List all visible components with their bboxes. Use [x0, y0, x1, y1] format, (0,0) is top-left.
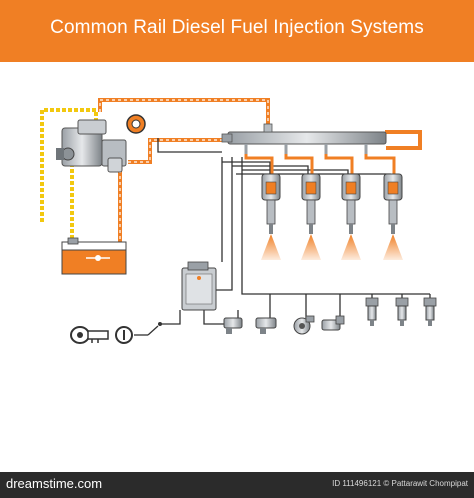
footer-image-id: ID 111496121 © Pattarawit Chompipat [332, 479, 468, 488]
injector-1-icon [261, 173, 281, 234]
sensor-6-icon [395, 297, 409, 326]
sensor-3-icon [293, 315, 315, 335]
spray-4-icon [383, 234, 403, 260]
sensor-5-icon [365, 297, 379, 326]
ignition-key-icon [70, 326, 109, 344]
fuel-system-diagram [40, 98, 437, 344]
page-title: Common Rail Diesel Fuel Injection System… [50, 17, 424, 38]
injector-feed-lines [244, 154, 396, 180]
common-rail-icon [221, 123, 387, 154]
footer-logo: dreamstime.com [6, 476, 103, 491]
sensor-4-icon [321, 315, 345, 331]
ignition-switch-icon [115, 322, 162, 344]
spray-2-icon [301, 234, 321, 260]
footer-bar: dreamstime.com ID 111496121 © Pattarawit… [0, 472, 474, 498]
high-pressure-pump-icon [56, 119, 127, 173]
injector-2-icon [301, 173, 321, 234]
spray-3-icon [341, 234, 361, 260]
sensor-2-icon [255, 317, 277, 334]
fuel-line-dashes [99, 99, 269, 252]
ecu-icon [181, 261, 217, 311]
pressure-control-valve-icon [126, 114, 146, 134]
header-bar: Common Rail Diesel Fuel Injection System… [0, 0, 474, 62]
injector-3-icon [341, 173, 361, 234]
sensor-1-icon [223, 317, 243, 334]
fuel-tank-icon [61, 237, 127, 275]
injector-4-icon [383, 173, 403, 234]
signal-wires [157, 138, 431, 325]
fuel-lines [98, 98, 422, 262]
spray-1-icon [261, 234, 281, 260]
sensor-7-icon [423, 297, 437, 326]
